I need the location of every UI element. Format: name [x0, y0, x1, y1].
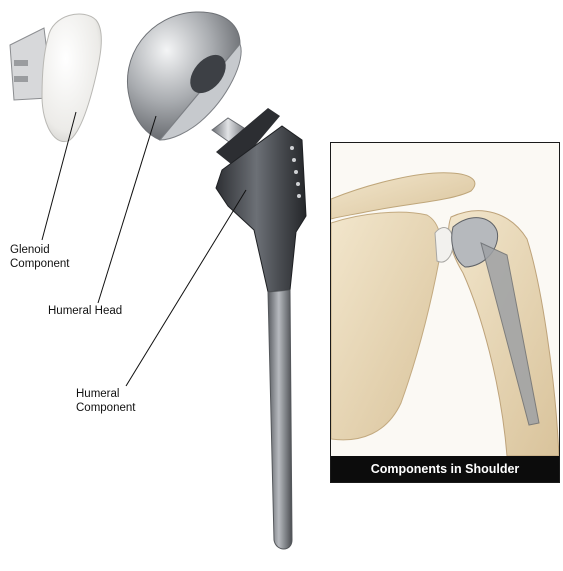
humeral-head-label: Humeral Head: [48, 304, 148, 318]
glenoid-label-line2: Component: [10, 257, 90, 271]
humeral-head-label-text: Humeral Head: [48, 304, 148, 318]
shoulder-anatomy-illustration: [331, 143, 559, 456]
humeral-component-label-line2: Component: [76, 401, 176, 415]
humeral-component-label: Humeral Component: [76, 387, 176, 415]
inset-caption: Components in Shoulder: [331, 456, 559, 482]
glenoid-component-label: Glenoid Component: [10, 243, 90, 271]
shoulder-inset-panel: Components in Shoulder: [330, 142, 560, 483]
humeral-component-leader-line: [126, 190, 246, 386]
glenoid-label-line1: Glenoid: [10, 243, 90, 257]
humeral-component-label-line1: Humeral: [76, 387, 176, 401]
implant-illustration: [0, 0, 330, 571]
humeral-head-leader-line: [98, 116, 156, 303]
humeral-stem-component: [212, 108, 306, 549]
glenoid-component: [10, 14, 101, 142]
